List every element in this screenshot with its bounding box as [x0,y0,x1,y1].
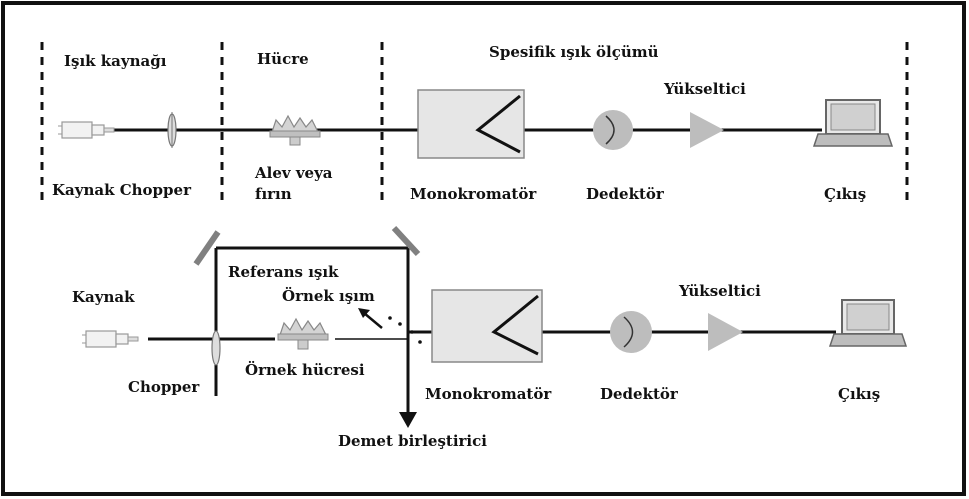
bottom-monochromator-icon [431,289,543,363]
mirror-left-icon [193,230,221,266]
chopper-icon [167,112,177,148]
lamp-source-icon [58,121,115,139]
sample-beam-arrow [358,308,422,344]
top-computer-icon [812,99,894,147]
bottom-computer-icon [828,299,908,347]
bottom-amplifier-icon [708,313,743,351]
sample-cell-icon [277,317,329,350]
top-monochromator-icon [417,89,525,159]
beam-combiner-arrowhead [399,412,417,428]
bottom-chopper-icon [211,330,221,366]
top-detector-icon [593,110,633,150]
bottom-detector-icon [610,311,652,353]
flame-burner-icon [269,114,321,146]
top-amplifier-icon [690,112,724,148]
mirror-right-icon [391,225,421,257]
bottom-lamp-source-icon [82,330,139,348]
